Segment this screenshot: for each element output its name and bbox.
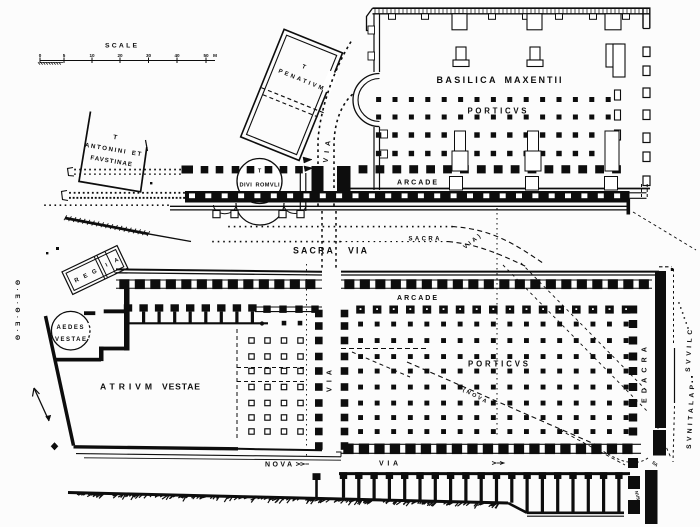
svg-text:I: I xyxy=(105,262,109,268)
svg-text:VIA: VIA xyxy=(327,370,334,392)
svg-text:T: T xyxy=(113,134,118,142)
svg-text:5: 5 xyxy=(63,53,66,58)
svg-text:PORTICVS: PORTICVS xyxy=(468,360,528,369)
svg-text:SVNITALAP: SVNITALAP xyxy=(686,384,696,449)
svg-text:SACRA: SACRA xyxy=(409,237,441,243)
svg-text:10: 10 xyxy=(89,53,95,58)
svg-text:50: 50 xyxy=(203,53,209,58)
svg-text:A: A xyxy=(114,257,120,264)
svg-text:VIA: VIA xyxy=(379,461,398,468)
svg-text:0: 0 xyxy=(39,53,42,58)
svg-text:30: 30 xyxy=(146,53,152,58)
svg-text:SA: SA xyxy=(651,460,660,468)
svg-text:VESTAE: VESTAE xyxy=(55,337,86,343)
svg-text:VESTAE: VESTAE xyxy=(162,382,200,392)
svg-text:T: T xyxy=(258,169,262,175)
svg-text:VIA: VIA xyxy=(323,140,333,163)
svg-text:MAXENTII: MAXENTII xyxy=(505,75,562,85)
svg-text:Θ·E·Θ·E·Θ: Θ·E·Θ·E·Θ xyxy=(14,280,21,340)
svg-text:AEDES: AEDES xyxy=(57,325,84,331)
svg-text:40: 40 xyxy=(174,53,180,58)
svg-text:20: 20 xyxy=(117,53,123,58)
svg-text:PORTICVS: PORTICVS xyxy=(468,107,527,116)
svg-text:DIVI ROMVLI: DIVI ROMVLI xyxy=(240,183,280,189)
svg-text:M: M xyxy=(213,53,217,58)
svg-text:S C A L E: S C A L E xyxy=(105,43,137,50)
svg-text:NVS: NVS xyxy=(634,490,641,500)
svg-text:SACRA VIA: SACRA VIA xyxy=(293,246,368,256)
svg-text:T: T xyxy=(301,64,307,71)
